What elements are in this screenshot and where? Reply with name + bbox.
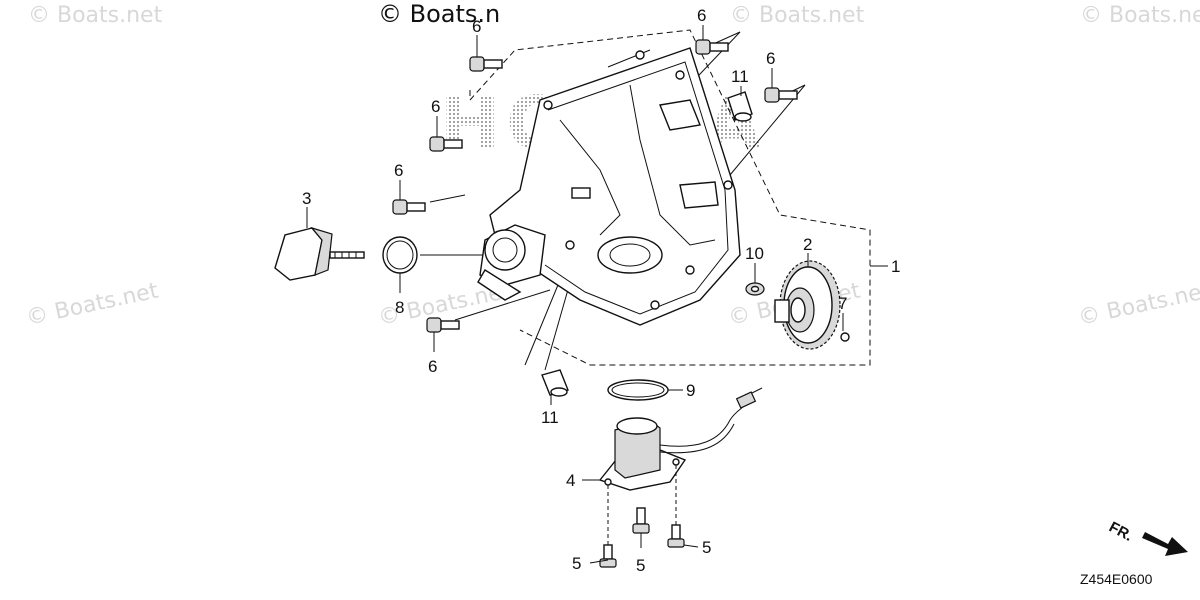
bolt-6-b <box>695 39 729 55</box>
oil-filler-cap <box>274 226 365 281</box>
callout-11: 11 <box>731 67 749 86</box>
crankcase-cover <box>477 47 741 326</box>
o-ring-8 <box>382 236 418 274</box>
diagram-code: Z454E0600 <box>1080 571 1153 587</box>
callout-6: 6 <box>697 6 706 25</box>
front-direction-indicator: FR. <box>1106 519 1188 556</box>
bolt-5-a <box>599 485 617 568</box>
bolt-6-f <box>426 317 460 333</box>
leader-5-c <box>683 544 699 548</box>
callout-11: 11 <box>541 408 559 427</box>
callout-6: 6 <box>472 17 481 36</box>
callout-6: 6 <box>394 161 403 180</box>
callout-8: 8 <box>395 298 404 317</box>
callout-2: 2 <box>803 235 812 254</box>
clip-7 <box>840 332 850 342</box>
dowel-pin-11-low <box>541 369 569 397</box>
watermark-7: © Boats.net <box>1076 278 1200 330</box>
callout-9: 9 <box>686 381 695 400</box>
leader-6-right-b <box>729 84 806 176</box>
group-frame <box>469 29 871 366</box>
bolt-5-c <box>667 465 685 548</box>
leader-6-low <box>454 289 551 321</box>
callout-4: 4 <box>566 471 575 490</box>
callout-3: 3 <box>302 189 311 208</box>
callout-7: 7 <box>838 294 847 313</box>
callout-5: 5 <box>572 554 581 573</box>
leader-6-mid <box>429 194 466 203</box>
dowel-pin-11-top <box>727 91 753 122</box>
bolt-6-e <box>392 199 426 215</box>
o-ring-8-inner <box>386 240 414 270</box>
callout-6: 6 <box>766 49 775 68</box>
callout-6: 6 <box>431 97 440 116</box>
front-arrow-icon <box>1142 532 1188 556</box>
watermark-4: © Boats.net <box>24 278 161 330</box>
oil-level-switch <box>598 387 763 491</box>
watermark-1: © Boats.net <box>28 3 163 28</box>
leader-5-a <box>589 559 609 564</box>
callout-10: 10 <box>745 244 764 263</box>
callout-6: 6 <box>428 357 437 376</box>
watermark-2: © Boats.net <box>730 3 865 28</box>
bolt-5-b <box>632 507 650 548</box>
callout-5: 5 <box>636 556 645 575</box>
watermark-top: © Boats.n <box>378 0 500 28</box>
front-label: FR. <box>1106 519 1135 545</box>
governor-gear <box>774 260 841 350</box>
o-ring-9-inner <box>611 382 665 398</box>
callout-5: 5 <box>702 538 711 557</box>
bolt-6-a <box>469 56 503 72</box>
callout-1: 1 <box>891 257 900 276</box>
watermark-3: © Boats.net <box>1080 3 1200 28</box>
washer-10-hole <box>750 285 760 293</box>
